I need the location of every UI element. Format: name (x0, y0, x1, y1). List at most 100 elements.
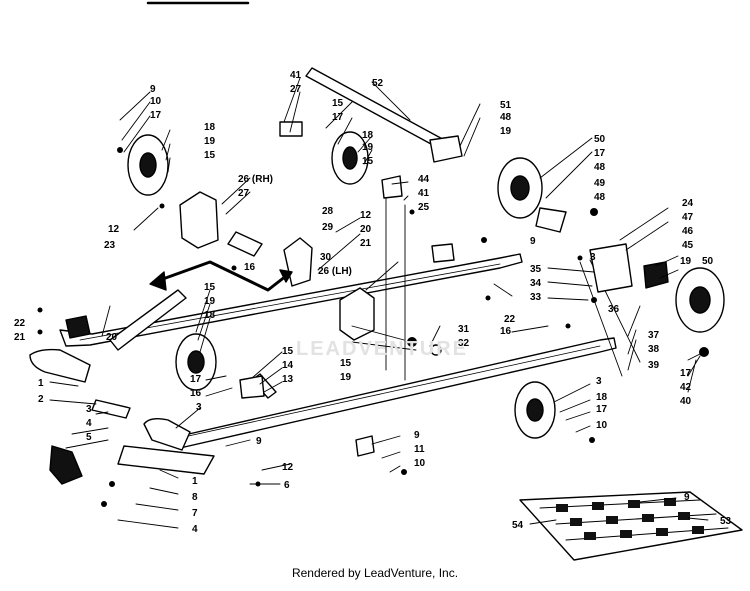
bumper-5 (49, 445, 83, 485)
callout-22: 22 (504, 314, 516, 325)
callout-5: 5 (86, 432, 92, 443)
callout-10: 10 (150, 96, 162, 107)
callout-19: 19 (680, 256, 692, 267)
callout-41: 41 (290, 70, 302, 81)
callout-15: 15 (332, 98, 344, 109)
callout-9: 9 (414, 430, 420, 441)
callout-4: 4 (192, 524, 198, 535)
idler-wheel-upper-left (127, 134, 169, 196)
watermark: LEADVENTURE (296, 338, 469, 360)
callout-21: 21 (14, 332, 26, 343)
callout-19: 19 (204, 296, 216, 307)
callout-20: 20 (106, 332, 118, 343)
callout-53: 53 (720, 516, 732, 527)
callout-labels: 9101718191541275215171819155148195017484… (0, 0, 732, 535)
callout-10: 10 (596, 420, 608, 431)
callout-23: 23 (104, 240, 116, 251)
callout-39: 39 (648, 360, 660, 371)
block-14 (239, 375, 265, 399)
callout-24: 24 (682, 198, 694, 209)
callout-47: 47 (682, 212, 694, 223)
callout-22: 22 (14, 318, 26, 329)
callout-3: 3 (196, 402, 202, 413)
idler-wheel-upper-center (331, 131, 369, 185)
callout-12: 12 (108, 224, 120, 235)
callout-18: 18 (596, 392, 608, 403)
idler-wheel-lower-right (514, 381, 556, 439)
callout-50: 50 (702, 256, 714, 267)
callout-17: 17 (596, 404, 608, 415)
callout-15: 15 (362, 156, 374, 167)
bushing-27b (227, 231, 263, 257)
callout-35: 35 (530, 264, 542, 275)
block-21 (65, 315, 91, 339)
callout-41: 41 (418, 188, 430, 199)
callout-9: 9 (530, 236, 536, 247)
callout-13: 13 (282, 374, 294, 385)
callout-15: 15 (204, 150, 216, 161)
callout-10: 10 (414, 458, 426, 469)
slide-rail-rear (59, 253, 523, 347)
plate-24 (589, 243, 633, 293)
callout-19: 19 (362, 142, 374, 153)
wear-strip-8 (117, 445, 215, 475)
callout-16: 16 (244, 262, 256, 273)
callout-37: 37 (648, 330, 660, 341)
callout-31: 31 (458, 324, 470, 335)
callout-8: 8 (192, 492, 198, 503)
callout-17: 17 (190, 374, 202, 385)
callout-9: 9 (256, 436, 262, 447)
callout-27: 27 (290, 84, 302, 95)
idler-wheel-lower-left (175, 333, 217, 391)
callout-21: 21 (360, 238, 372, 249)
callout-34: 34 (530, 278, 542, 289)
callout-36: 36 (608, 304, 620, 315)
callout-1: 1 (192, 476, 198, 487)
callout-48: 48 (594, 162, 606, 173)
callout-48: 48 (594, 192, 606, 203)
callout-43: 43 (0, 0, 12, 3)
rail-tip-right (143, 417, 191, 451)
callout-14: 14 (282, 360, 294, 371)
tube-2 (91, 399, 131, 419)
callout-3: 3 (590, 252, 596, 263)
callout-9: 9 (684, 492, 690, 503)
callout-32: 32 (458, 338, 470, 349)
direction-arrow (158, 260, 288, 292)
callout-15: 15 (340, 358, 352, 369)
arrow-head-right (279, 269, 293, 283)
rail-tip-left (29, 348, 91, 383)
callout-19: 19 (204, 136, 216, 147)
callout-51: 51 (500, 100, 512, 111)
callout-48: 48 (500, 112, 512, 123)
callout-16: 16 (190, 388, 202, 399)
callout-1: 1 (38, 378, 44, 389)
bracket-26-lh (339, 287, 375, 341)
callout-27: 27 (238, 188, 250, 199)
credit-line: Rendered by LeadVenture, Inc. (291, 566, 459, 580)
callout-44: 44 (418, 174, 430, 185)
track-section (519, 491, 743, 561)
block-11 (355, 435, 375, 457)
guide-line-3 (579, 261, 623, 377)
callout-16: 16 (500, 326, 512, 337)
callout-7: 7 (192, 508, 198, 519)
callout-42: 42 (680, 382, 692, 393)
arm-23 (109, 289, 187, 351)
block-44 (381, 175, 403, 199)
callout-3: 3 (86, 404, 92, 415)
callout-19: 19 (500, 126, 512, 137)
callout-18: 18 (204, 310, 216, 321)
hub-46 (643, 261, 669, 289)
callout-49: 49 (594, 178, 606, 189)
drive-wheel-50-upper (497, 157, 543, 219)
callout-26-lh-: 26 (LH) (318, 266, 352, 277)
drive-wheel-50-right (675, 267, 725, 333)
callout-15: 15 (282, 346, 294, 357)
bracket-26-rh (179, 191, 219, 249)
callout-46: 46 (682, 226, 694, 237)
callout-19: 19 (340, 372, 352, 383)
callout-17: 17 (594, 148, 606, 159)
callout-2: 2 (38, 394, 44, 405)
